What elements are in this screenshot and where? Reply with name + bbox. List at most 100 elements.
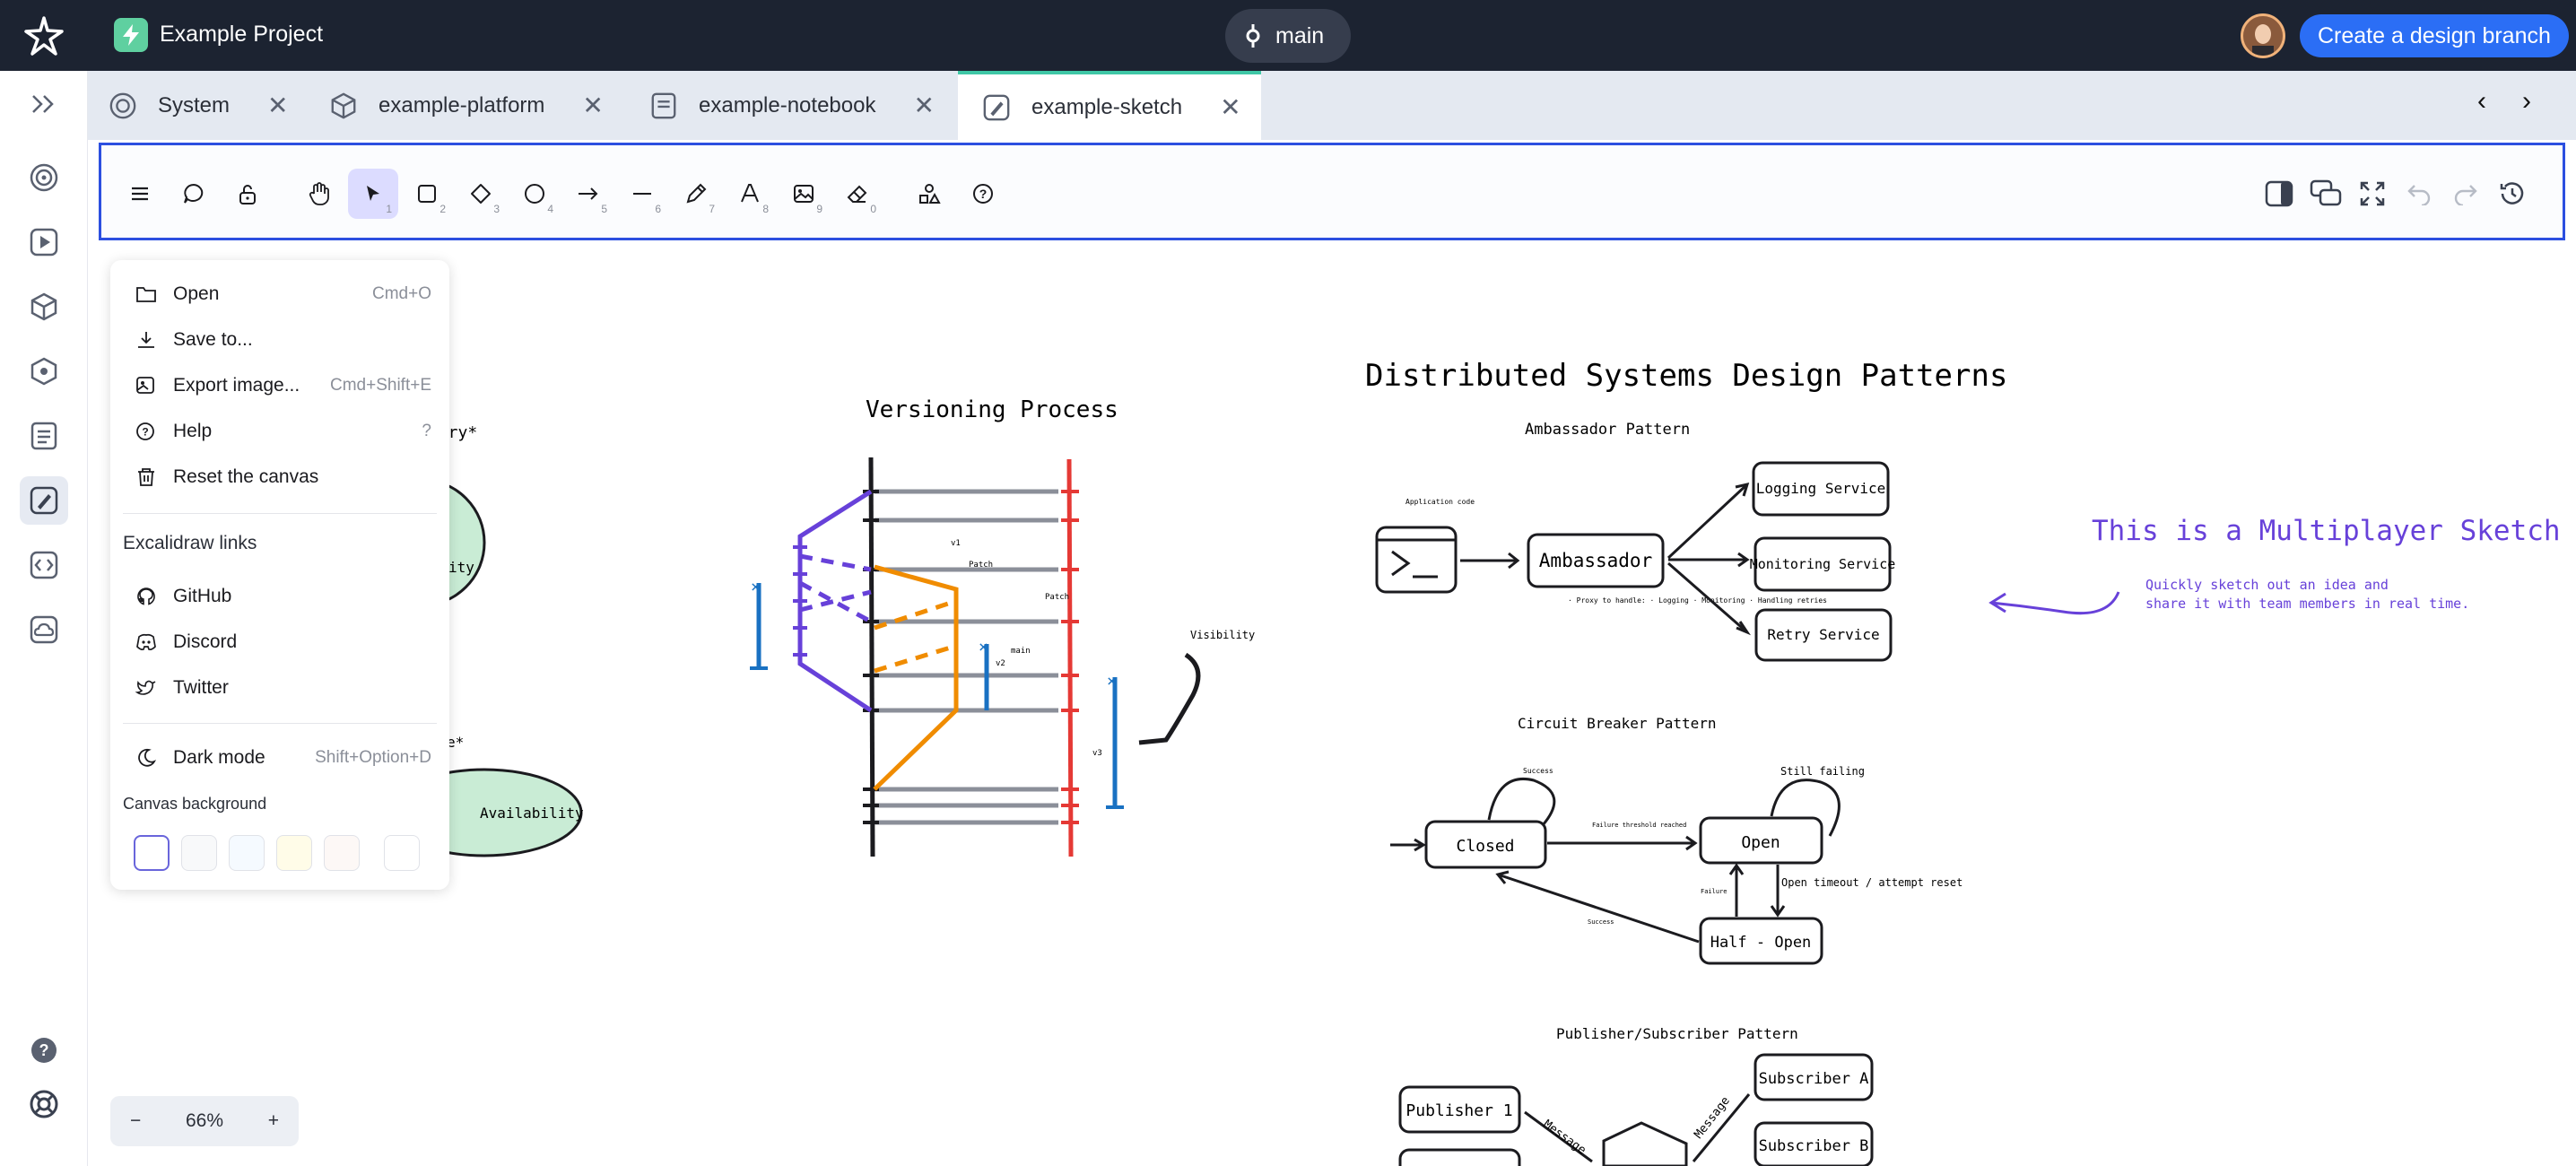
- versioning-diagram: Versioning Process: [750, 396, 1255, 857]
- tab-system[interactable]: System ✕: [108, 71, 288, 140]
- text-tool[interactable]: 8: [725, 169, 775, 219]
- menu-label: Open: [173, 283, 220, 304]
- close-icon[interactable]: ✕: [582, 91, 604, 119]
- draw-tool[interactable]: 7: [671, 169, 721, 219]
- comment-button[interactable]: [169, 169, 219, 219]
- history-button[interactable]: [2487, 169, 2537, 219]
- shortcut-label: 1: [386, 203, 392, 215]
- sidebar-item-system[interactable]: [20, 153, 68, 202]
- hamburger-icon: [132, 187, 148, 201]
- comments-panel-button[interactable]: [2301, 169, 2351, 219]
- tab-example-sketch[interactable]: example-sketch ✕: [958, 71, 1261, 140]
- lock-button[interactable]: [222, 169, 273, 219]
- menu-item-export[interactable]: Export image... Cmd+Shift+E: [135, 368, 431, 404]
- closed-state-label: Closed: [1456, 837, 1514, 856]
- export-image-icon: [136, 377, 154, 394]
- menu-item-help[interactable]: ? Help ?: [135, 413, 431, 449]
- app-logo[interactable]: [0, 0, 88, 71]
- zoom-out-button[interactable]: −: [130, 1110, 142, 1131]
- menu-label: Dark mode: [173, 747, 265, 768]
- close-icon[interactable]: ✕: [1220, 93, 1241, 121]
- branch-selector[interactable]: main: [1225, 9, 1352, 63]
- bg-swatch-white[interactable]: [134, 835, 170, 871]
- open-timeout-label: Open timeout / attempt reset: [1781, 876, 1962, 889]
- expand-icon: [2360, 181, 2385, 206]
- success-label: Success: [1523, 767, 1553, 775]
- shapes-library-icon: [919, 184, 941, 204]
- menu-item-open[interactable]: Open Cmd+O: [135, 276, 431, 312]
- fullscreen-button[interactable]: [2347, 169, 2398, 219]
- ellipse-tool[interactable]: 4: [509, 169, 560, 219]
- menu-label: Twitter: [173, 677, 229, 698]
- box-icon: [30, 292, 57, 321]
- hand-tool[interactable]: [294, 169, 344, 219]
- sidebar-item-play[interactable]: [20, 218, 68, 266]
- sidebar-toggle-button[interactable]: [2254, 169, 2304, 219]
- menu-item-github[interactable]: GitHub: [135, 579, 431, 614]
- undo-button[interactable]: [2394, 169, 2444, 219]
- image-tool[interactable]: 9: [779, 169, 829, 219]
- project-name[interactable]: Example Project: [160, 22, 324, 47]
- branch-name: main: [1275, 22, 1325, 48]
- diamond-icon: [471, 184, 491, 204]
- redo-button[interactable]: [2441, 169, 2491, 219]
- library-button[interactable]: [904, 169, 954, 219]
- menu-shortcut: Cmd+O: [372, 284, 431, 303]
- create-design-branch-button[interactable]: Create a design branch: [2300, 14, 2569, 57]
- zoom-in-button[interactable]: +: [267, 1110, 279, 1131]
- tabs-next-icon[interactable]: ›: [2522, 86, 2531, 116]
- line-tool[interactable]: 6: [617, 169, 667, 219]
- menu-item-reset[interactable]: Reset the canvas: [135, 459, 431, 495]
- selection-tool[interactable]: 1: [348, 169, 398, 219]
- shortcut-label: 0: [870, 203, 876, 215]
- svg-text:×: ×: [751, 578, 761, 596]
- system-icon: [30, 163, 58, 192]
- close-icon[interactable]: ✕: [913, 91, 935, 119]
- menu-item-dark-mode[interactable]: Dark mode Shift+Option+D: [135, 740, 431, 776]
- redo-icon: [2454, 185, 2477, 205]
- lifebuoy-icon: [30, 1090, 58, 1118]
- expand-sidebar-button[interactable]: [20, 80, 68, 128]
- bg-swatch-blue[interactable]: [229, 835, 265, 871]
- sidebar-item-hexagon[interactable]: [20, 347, 68, 396]
- hexagon-icon: [30, 357, 57, 386]
- menu-label: Help: [173, 421, 213, 441]
- menu-button[interactable]: [115, 169, 165, 219]
- bg-custom-color-button[interactable]: [384, 835, 420, 871]
- bg-swatch-gray[interactable]: [181, 835, 217, 871]
- sidebar-support-button[interactable]: [20, 1080, 68, 1128]
- sidebar-item-cloud[interactable]: [20, 605, 68, 654]
- sketch-canvas[interactable]: ity eory* Availability e* Versioning Pro…: [88, 244, 2576, 1166]
- sidebar-item-platform[interactable]: [20, 283, 68, 331]
- diamond-tool[interactable]: 3: [456, 169, 506, 219]
- tab-example-platform[interactable]: example-platform ✕: [328, 71, 604, 140]
- sidebar-help-button[interactable]: ?: [20, 1026, 68, 1075]
- patch-label: Patch: [969, 561, 993, 570]
- menu-item-save[interactable]: Save to...: [135, 322, 431, 358]
- arrow-icon: [579, 187, 598, 200]
- tabs-prev-icon[interactable]: ‹: [2477, 86, 2486, 116]
- user-avatar[interactable]: [2241, 13, 2285, 58]
- ambassador-title: Ambassador Pattern: [1525, 421, 1690, 439]
- close-icon[interactable]: ✕: [267, 91, 289, 119]
- eraser-tool[interactable]: 0: [832, 169, 883, 219]
- menu-item-discord[interactable]: Discord: [135, 624, 431, 660]
- cloud-icon: [30, 615, 58, 644]
- sidebar-item-notebook[interactable]: [20, 412, 68, 460]
- text-icon: [741, 184, 759, 203]
- availability-label: Availability: [480, 805, 584, 822]
- menu-label: Save to...: [173, 329, 253, 350]
- menu-item-twitter[interactable]: Twitter: [135, 670, 431, 706]
- toolbar-help-button[interactable]: ?: [958, 169, 1008, 219]
- rectangle-tool[interactable]: 2: [402, 169, 452, 219]
- sidebar-item-code[interactable]: [20, 541, 68, 589]
- bg-swatch-peach[interactable]: [324, 835, 360, 871]
- svg-text:×: ×: [1107, 672, 1117, 691]
- tab-example-notebook[interactable]: example-notebook ✕: [648, 71, 935, 140]
- zoom-level[interactable]: 66%: [185, 1110, 224, 1131]
- bg-swatch-yellow[interactable]: [276, 835, 312, 871]
- sidebar-item-sketch[interactable]: [20, 476, 68, 525]
- arrow-tool[interactable]: 5: [563, 169, 614, 219]
- help-icon: ?: [136, 422, 154, 440]
